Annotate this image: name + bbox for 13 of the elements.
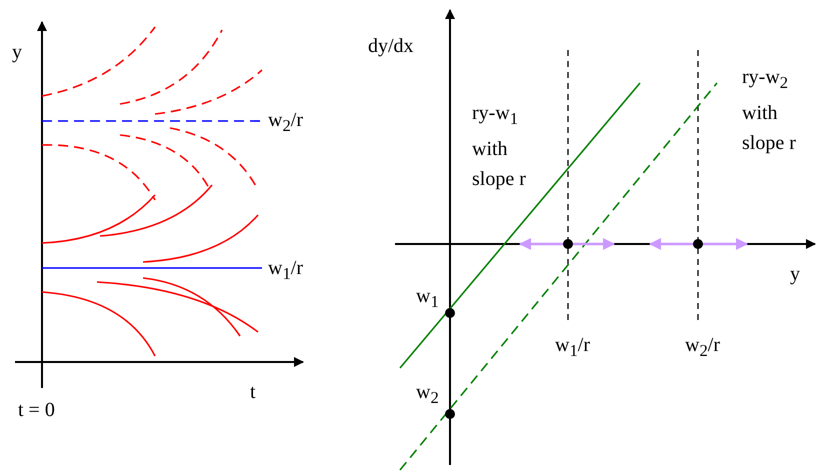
axis-label: y — [12, 40, 22, 64]
intercept-label: w$_{2}$ — [416, 380, 439, 409]
curve-label: w$_{2}$/r — [268, 108, 303, 137]
line-label: ry-w$_{2}$ with slope r — [742, 65, 797, 156]
intercept-label: w$_{1}$ — [416, 284, 439, 313]
curve-label: w$_{1}$/r — [268, 256, 303, 285]
axis-label: y — [790, 262, 800, 286]
axis-label: dy/dx — [368, 34, 414, 58]
line-label: ry-w$_{1}$ with slope r — [472, 101, 527, 192]
tick-label: w$_{1}$/r — [555, 333, 590, 362]
axis-label: t — [250, 380, 256, 404]
axis-label: t = 0 — [18, 398, 55, 422]
tick-label: w$_{2}$/r — [685, 333, 720, 362]
